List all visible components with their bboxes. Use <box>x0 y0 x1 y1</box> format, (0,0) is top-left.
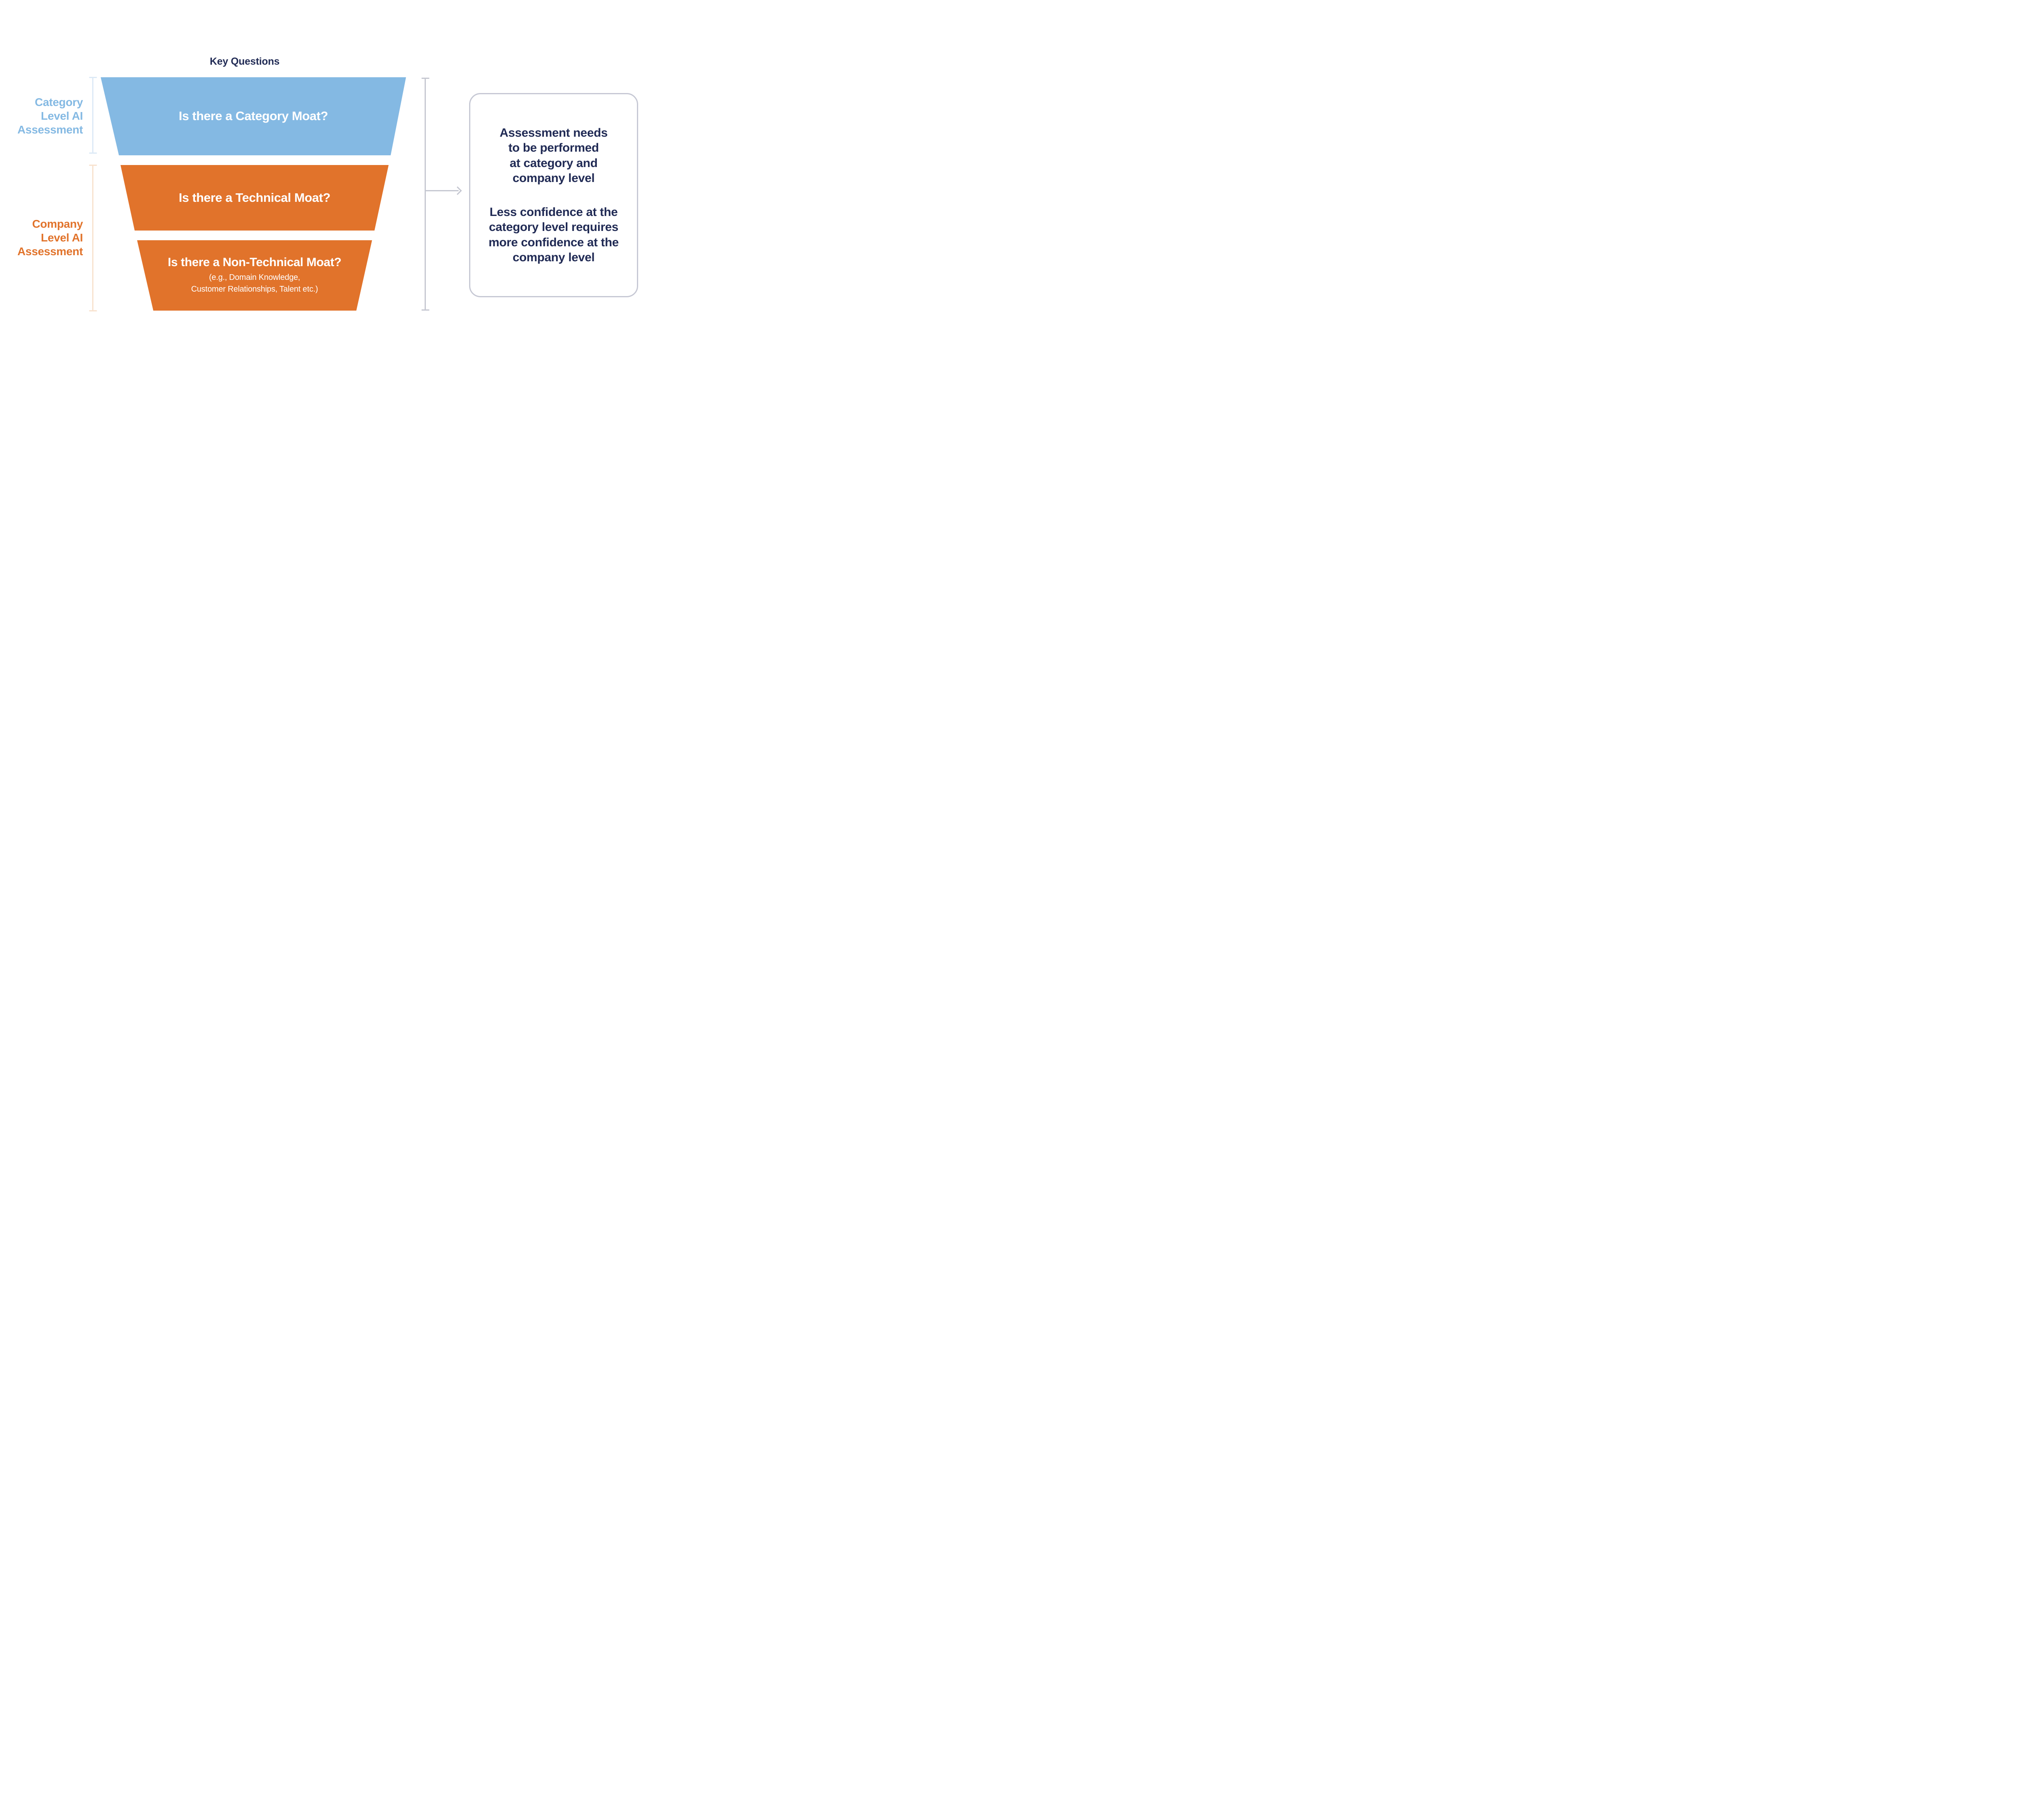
company-level-label: Company Level AI Assessment <box>17 218 83 258</box>
arrow-right-icon <box>453 186 462 195</box>
assessment-span-bracket <box>425 78 426 311</box>
category-level-label: Category Level AI Assessment <box>17 96 83 136</box>
non-technical-moat-question: Is there a Non-Technical Moat? <box>167 256 342 269</box>
category-span-bracket <box>92 77 93 154</box>
arrow-to-note-line <box>425 190 459 191</box>
technical-moat-question: Is there a Technical Moat? <box>179 190 330 205</box>
category-moat-question: Is there a Category Moat? <box>179 109 328 123</box>
non-technical-moat-examples: (e.g., Domain Knowledge, Customer Relati… <box>191 273 318 294</box>
funnel-segment-category-moat: Is there a Category Moat? <box>101 77 406 155</box>
note-paragraph-assessment-levels: Assessment needs to be performed at cate… <box>499 126 608 185</box>
funnel-diagram: Key Questions Category Level AI Assessme… <box>0 0 647 364</box>
company-span-bracket <box>92 165 93 311</box>
funnel-segment-non-technical-moat: Is there a Non-Technical Moat? (e.g., Do… <box>137 240 372 311</box>
note-paragraph-confidence-tradeoff: Less confidence at the category level re… <box>489 205 619 265</box>
assessment-note-box: Assessment needs to be performed at cate… <box>469 93 638 297</box>
funnel-segment-technical-moat: Is there a Technical Moat? <box>121 165 389 231</box>
page-title: Key Questions <box>209 56 280 67</box>
